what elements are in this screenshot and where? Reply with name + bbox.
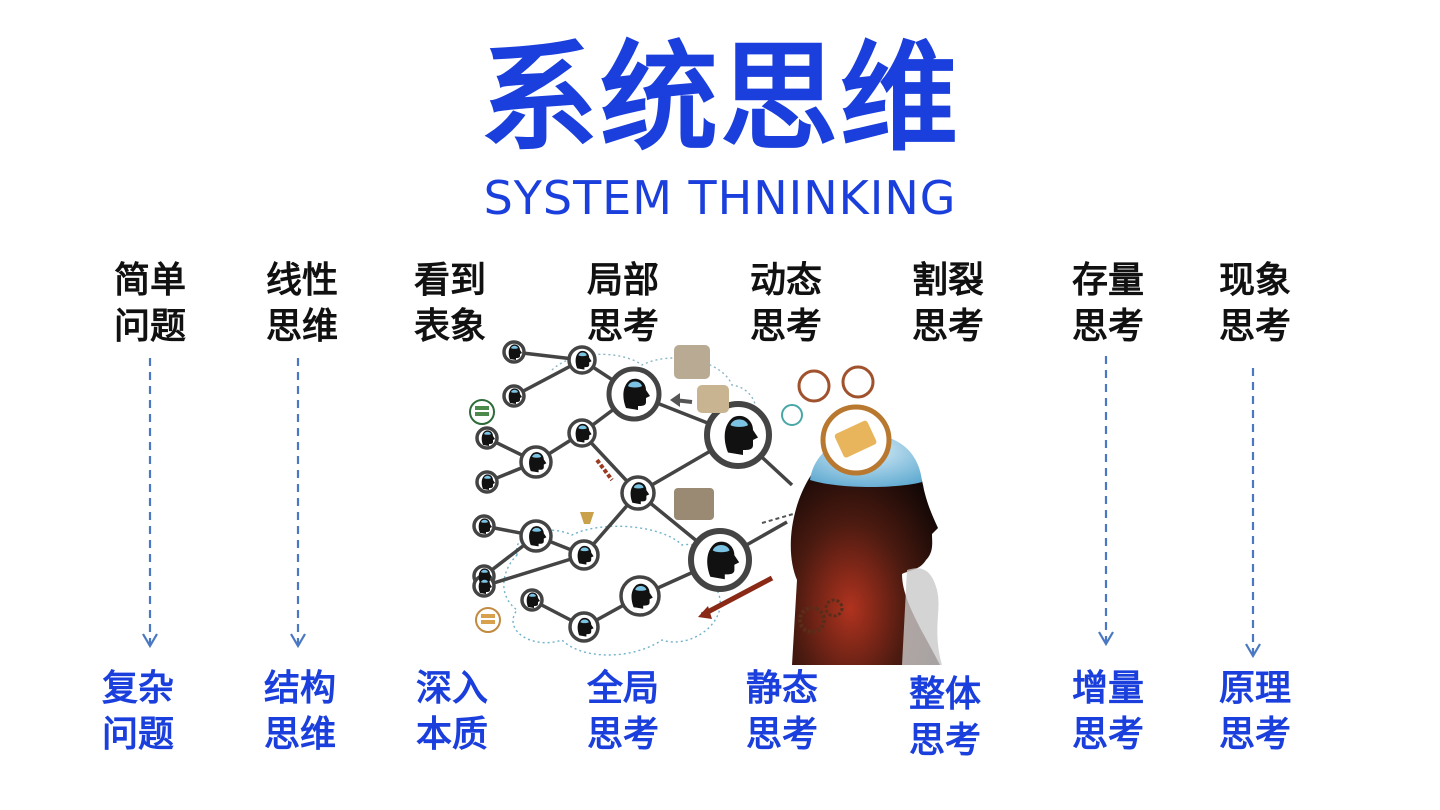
bottom-label-6: 整体思考 (908, 674, 981, 761)
top-label-1: 简单问题 (113, 260, 186, 347)
dashed-arrow-8 (1245, 368, 1261, 659)
dashed-arrow-1 (142, 358, 158, 649)
network-of-heads-flowing-into-thinking-head-icon (469, 340, 942, 665)
bottom-label-1: 复杂问题 (101, 668, 174, 755)
top-label-3: 看到表象 (413, 260, 486, 347)
dashed-arrow-2 (290, 358, 306, 649)
top-label-5: 动态思考 (749, 260, 822, 347)
bottom-label-4: 全局思考 (586, 668, 659, 755)
bottom-label-7: 增量思考 (1071, 668, 1144, 755)
bottom-label-8: 原理思考 (1218, 668, 1291, 755)
page-title: 系统思维 (479, 29, 960, 167)
page-subtitle: SYSTEM THNINKING (483, 171, 957, 225)
top-label-8: 现象思考 (1218, 260, 1291, 347)
bottom-label-5: 静态思考 (745, 668, 818, 755)
dashed-arrow-7 (1098, 356, 1114, 647)
top-label-2: 线性思维 (265, 260, 338, 347)
top-label-6: 割裂思考 (911, 260, 984, 347)
top-label-4: 局部思考 (586, 260, 659, 347)
bottom-label-2: 结构思维 (263, 668, 336, 755)
top-label-7: 存量思考 (1071, 260, 1144, 347)
bottom-label-3: 深入本质 (415, 668, 488, 755)
